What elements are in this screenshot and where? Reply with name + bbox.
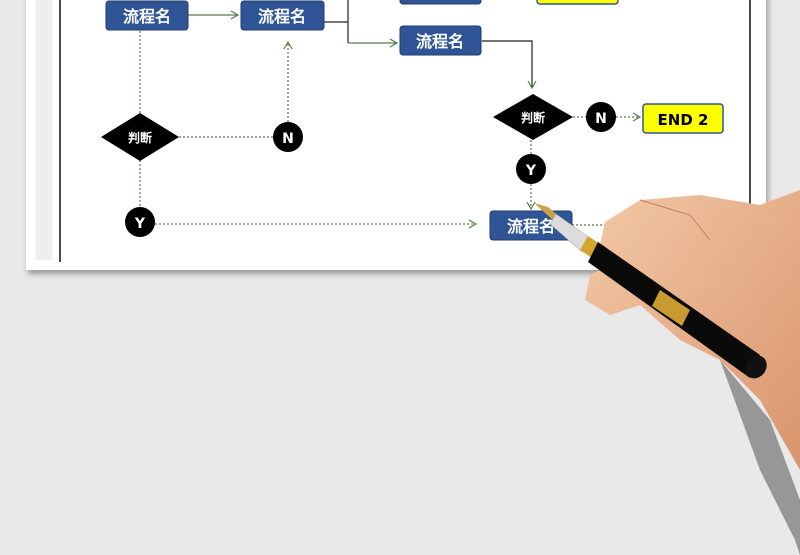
process-label: 流程名: [507, 217, 555, 236]
process-box-1[interactable]: 流程名: [105, 0, 189, 31]
connectors: [139, 0, 642, 229]
yes-label: Y: [134, 216, 146, 232]
no-node-2: N: [586, 102, 616, 132]
decision-label: 判断: [128, 130, 152, 145]
end-box-partial[interactable]: [536, 0, 619, 5]
pen-icon: [534, 203, 767, 379]
no-node-1: N: [273, 122, 303, 152]
process-label: 流程名: [123, 7, 171, 26]
end-label: END 2: [658, 111, 709, 129]
process-box-partial[interactable]: [399, 0, 482, 5]
process-box-3[interactable]: 流程名: [399, 25, 482, 56]
decision-label: 判断: [521, 110, 545, 125]
yes-node-1: Y: [125, 207, 155, 237]
process-box-2[interactable]: 流程名: [240, 0, 325, 31]
no-label: N: [282, 131, 294, 147]
hand-pen-illustration: [534, 190, 800, 555]
yes-node-2: Y: [516, 154, 546, 184]
decision-diamond-2[interactable]: 判断: [493, 94, 573, 140]
no-label: N: [595, 111, 607, 127]
process-label: 流程名: [416, 32, 464, 51]
paper-margin: [36, 0, 52, 260]
end-box[interactable]: END 2: [642, 103, 724, 134]
process-label: 流程名: [258, 7, 306, 26]
yes-label: Y: [525, 163, 537, 179]
decision-diamond-1[interactable]: 判断: [101, 113, 179, 161]
